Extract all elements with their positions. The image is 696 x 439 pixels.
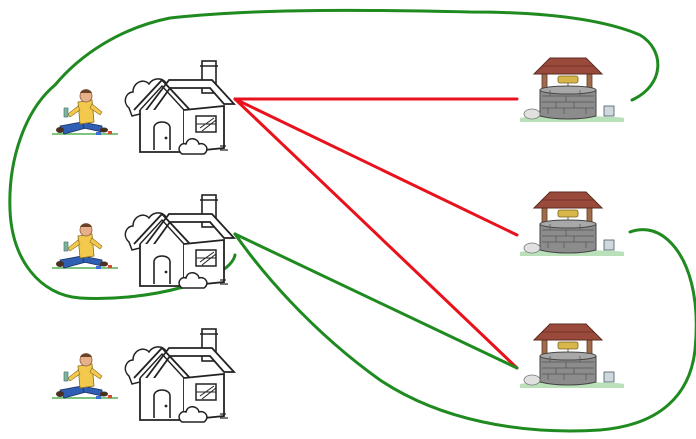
house-icon <box>124 194 235 289</box>
resting-man-icon <box>51 88 119 136</box>
connection-lines <box>8 8 696 433</box>
connection-line-house-1-to-well-3-3 <box>233 97 519 370</box>
well-2 <box>519 191 625 257</box>
well-1 <box>519 57 625 123</box>
well-icon <box>519 57 625 123</box>
house-1 <box>51 60 235 155</box>
resting-man-icon <box>51 222 119 270</box>
well-icon <box>519 191 625 257</box>
connection-line-house-1-to-well-2-2 <box>233 97 519 237</box>
connection-line-house-2-to-well-3-4 <box>233 232 519 370</box>
resting-man-icon <box>51 352 119 400</box>
connection-line-house-2-to-well-2-6 <box>233 228 696 433</box>
house-icon <box>124 60 235 155</box>
house-2 <box>51 194 235 289</box>
well-icon <box>519 323 625 389</box>
well-3 <box>519 323 625 389</box>
house-3 <box>51 328 235 423</box>
house-icon <box>124 328 235 423</box>
